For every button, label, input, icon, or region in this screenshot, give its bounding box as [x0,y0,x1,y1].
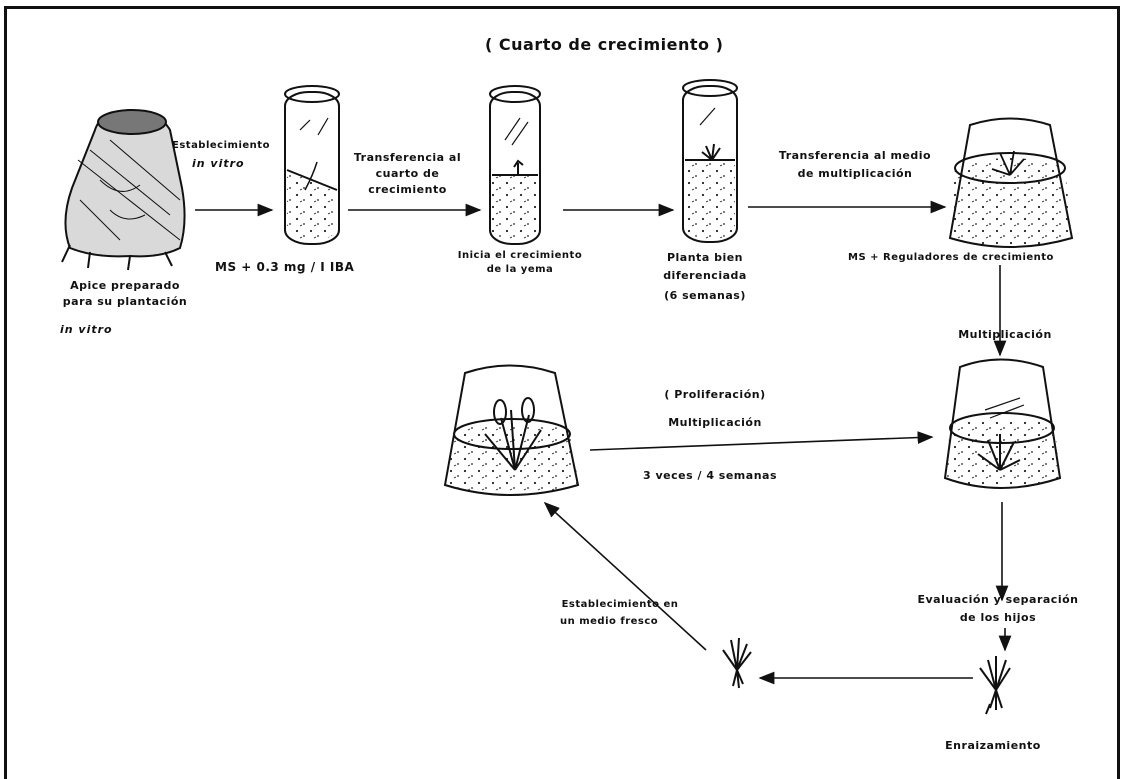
label-rooting: Enraizamiento [928,738,1058,753]
apex-explant-drawing [62,110,185,270]
flask-proliferation-drawing [445,366,578,496]
label-ms-regulators: MS + Reguladores de crecimiento [848,250,1054,265]
label-establishment-in-vitro: in vitro [192,156,245,171]
diagram-title: ( Cuarto de crecimiento ) [485,35,723,54]
label-evaluation-2: de los hijos [893,610,1103,625]
label-plant-1: Planta bien [640,250,770,265]
fresh-plantlet-drawing [723,638,751,688]
rooted-plantlet-drawing [980,656,1010,714]
label-bud-growth-2: de la yema [440,262,600,277]
label-transfer-room-1: Transferencia al [345,150,470,165]
label-ms-iba: MS + 0.3 mg / I IBA [215,260,354,275]
label-establishment: Establecimiento [172,138,270,153]
label-proliferation: ( Proliferación) [650,387,780,402]
label-transfer-room-2: cuarto de [345,166,470,181]
tube-differentiated-plant-drawing [683,80,737,242]
arrow-proliferation [590,437,932,450]
label-plant-2: diferenciada [640,268,770,283]
tube-establishment-drawing [285,86,339,244]
label-apex-in-vitro: in vitro [60,322,113,337]
label-transfer-room-3: crecimiento [345,182,470,197]
label-fresh-medium-2: un medio fresco [560,614,658,629]
tube-bud-growth-drawing [490,86,540,244]
label-apex-line1: Apice preparado [40,278,210,293]
label-apex-line2: para su plantación [40,294,210,309]
label-multiplication-2: Multiplicación [650,415,780,430]
label-transfer-mult-2: de multiplicación [755,166,955,181]
label-fresh-medium-1: Establecimiento en [555,597,685,612]
flask-multiplication-2-drawing [945,360,1060,489]
label-times-per-weeks: 3 veces / 4 semanas [600,468,820,483]
label-transfer-mult-1: Transferencia al medio [755,148,955,163]
label-bud-growth-1: Inicia el crecimiento [440,248,600,263]
label-plant-3: (6 semanas) [640,288,770,303]
flask-multiplication-drawing [950,119,1072,248]
label-evaluation-1: Evaluación y separación [893,592,1103,607]
label-multiplication: Multiplicación [935,327,1075,342]
